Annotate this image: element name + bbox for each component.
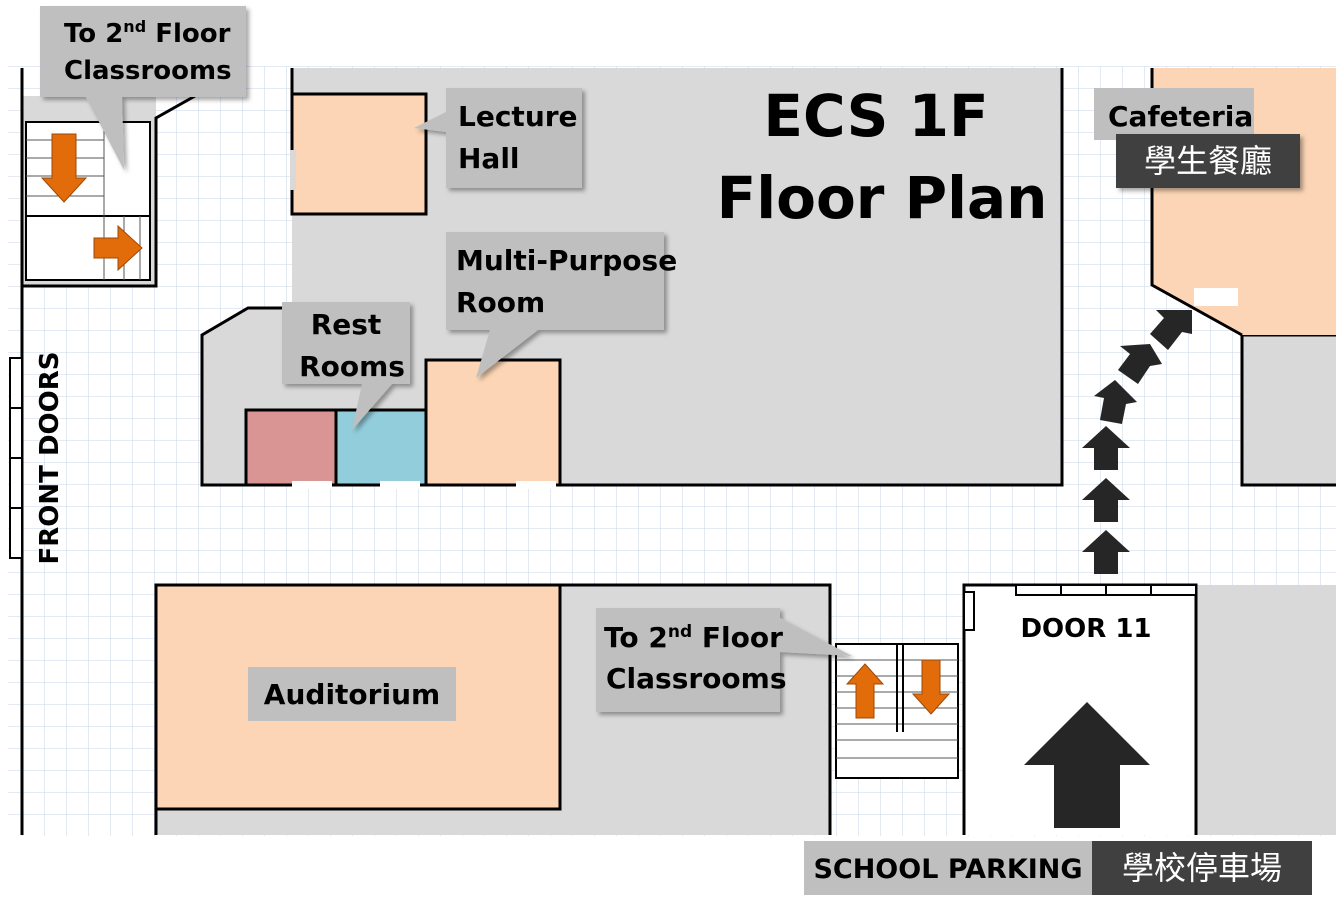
map-subtitle: Floor Plan — [717, 164, 1048, 232]
black-arrow-icon — [1150, 310, 1192, 350]
stairs-top-label: To 2nd Floor — [64, 17, 231, 49]
callout-multipurpose — [446, 232, 664, 378]
door-gap — [290, 150, 296, 190]
door11-label: DOOR 11 — [1020, 614, 1151, 644]
callout-parking-zh — [1092, 841, 1312, 895]
big-up-arrow-icon — [1024, 702, 1150, 828]
callout-auditorium — [248, 667, 456, 721]
stairs-top-label-2: Classrooms — [64, 56, 232, 86]
multipurpose-label: Multi-Purpose — [456, 244, 677, 277]
building-right-bottom — [1196, 585, 1336, 835]
callout-stairs-top — [40, 6, 246, 170]
stairs-bottom-label-2: Classrooms — [606, 662, 787, 695]
parking-label: SCHOOL PARKING — [813, 854, 1082, 885]
cafeteria-label: Cafeteria — [1108, 100, 1253, 133]
main-block-wall — [200, 68, 1064, 487]
callout-stairs-bottom — [596, 608, 852, 712]
auditorium-label: Auditorium — [264, 678, 440, 711]
black-arrow-icon — [1082, 426, 1130, 470]
callout-restrooms — [282, 302, 410, 430]
door-gap — [1194, 288, 1238, 306]
callout-parking — [804, 841, 1092, 895]
lecture-hall-room — [290, 92, 428, 216]
front-doors-label: FRONT DOORS — [35, 352, 65, 565]
restroom-women — [244, 408, 338, 487]
orange-arrow-icon — [911, 659, 951, 715]
black-arrow-icon — [1082, 530, 1130, 574]
parking-zh-label: 學校停車場 — [1122, 849, 1282, 887]
restrooms-label: Rest — [311, 308, 382, 341]
door-gap — [292, 481, 332, 489]
building-right-middle — [1242, 335, 1336, 485]
orange-arrow-icon — [845, 663, 885, 719]
stairs-bottom-label: To 2nd Floor — [604, 621, 783, 654]
black-arrow-icon — [1082, 478, 1130, 522]
orange-arrow-icon — [40, 133, 88, 203]
black-arrow-icon — [1094, 380, 1137, 424]
restroom-men — [334, 408, 428, 487]
multipurpose-room — [424, 358, 562, 487]
restrooms-label-2: Rooms — [299, 350, 405, 383]
orange-arrow-icon — [93, 224, 143, 272]
multipurpose-label-2: Room — [456, 286, 545, 319]
stair-area-top-wall — [22, 94, 196, 288]
black-arrow-icon — [1118, 344, 1162, 384]
door11-side — [963, 591, 975, 631]
door-gap — [380, 481, 420, 489]
route-to-cafeteria — [1082, 310, 1192, 574]
cafeteria-zh-label: 學生餐廳 — [1144, 142, 1272, 180]
callout-cafeteria — [1094, 88, 1254, 140]
lecture-hall-label: Lecture — [458, 100, 578, 133]
callout-cafeteria-zh — [1116, 134, 1300, 188]
lecture-hall-label-2: Hall — [458, 142, 520, 175]
callout-lecture-hall — [414, 88, 582, 188]
door-gap — [516, 481, 556, 489]
map-title: ECS 1F — [763, 82, 988, 150]
